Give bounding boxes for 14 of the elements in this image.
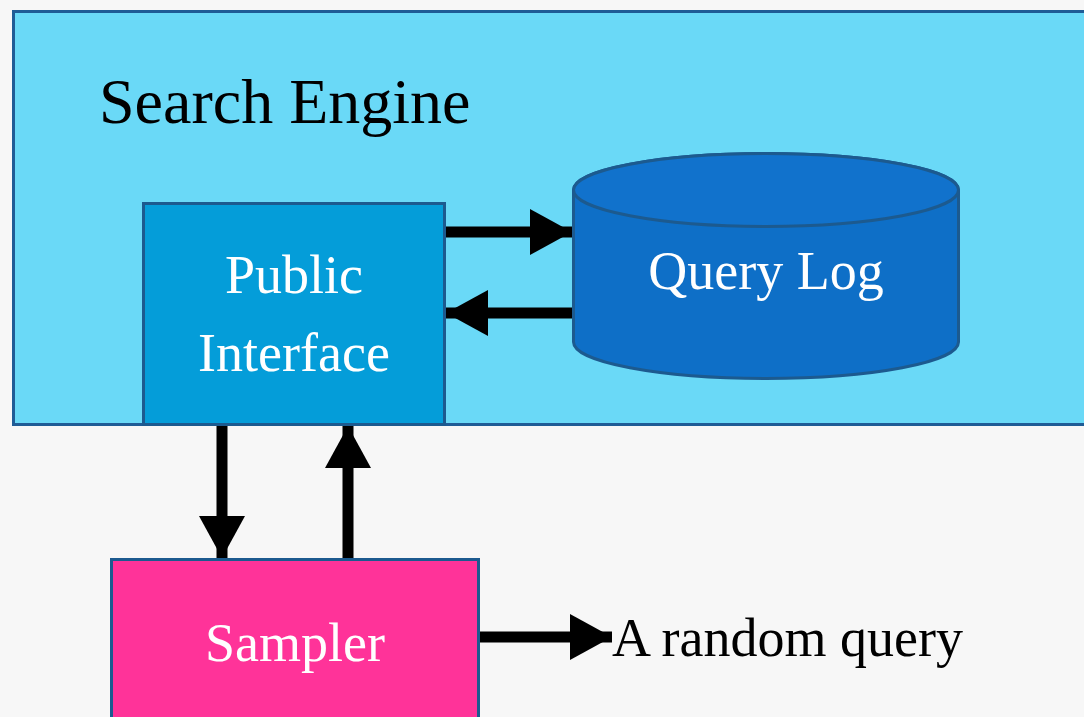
- node-label: Public Interface: [197, 243, 391, 385]
- arrow: [199, 426, 245, 558]
- node-label: Query Log: [647, 240, 885, 302]
- process-box: [110, 558, 480, 717]
- container-box: [12, 10, 1084, 426]
- arrow: [446, 290, 572, 336]
- process-box: [142, 202, 446, 426]
- box-title: Search Engine: [99, 65, 471, 139]
- arrow: [480, 614, 612, 660]
- arrow: [325, 426, 371, 558]
- arrow: [446, 209, 572, 255]
- node-label: Sampler: [204, 611, 386, 675]
- output-label: A random query: [612, 607, 963, 669]
- database-cylinder: [572, 152, 960, 380]
